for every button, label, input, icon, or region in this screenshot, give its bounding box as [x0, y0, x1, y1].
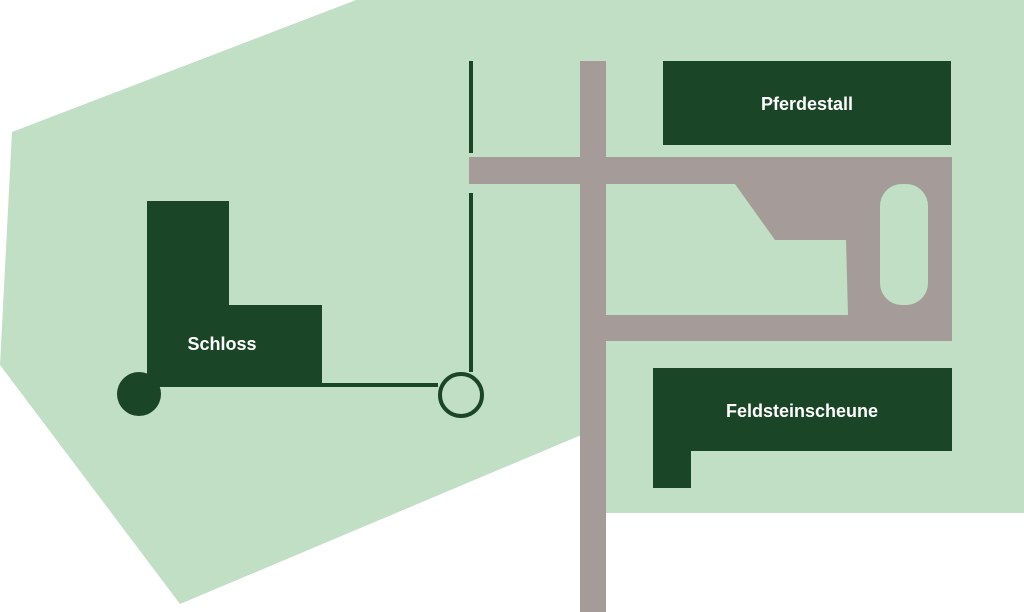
- filled-circle-marker[interactable]: [117, 372, 161, 416]
- courtyard-road: [580, 157, 952, 341]
- courtyard-island: [880, 184, 928, 305]
- road-network: [469, 61, 952, 612]
- building-feldsteinscheune[interactable]: [653, 368, 952, 488]
- label-schloss: Schloss: [187, 334, 256, 354]
- building-schloss[interactable]: [147, 201, 322, 386]
- main-road-vertical: [580, 61, 606, 612]
- open-circle-marker[interactable]: [438, 372, 484, 418]
- label-pferdestall: Pferdestall: [761, 94, 853, 114]
- label-feldsteinscheune: Feldsteinscheune: [726, 401, 878, 421]
- building-pferdestall[interactable]: [663, 61, 951, 145]
